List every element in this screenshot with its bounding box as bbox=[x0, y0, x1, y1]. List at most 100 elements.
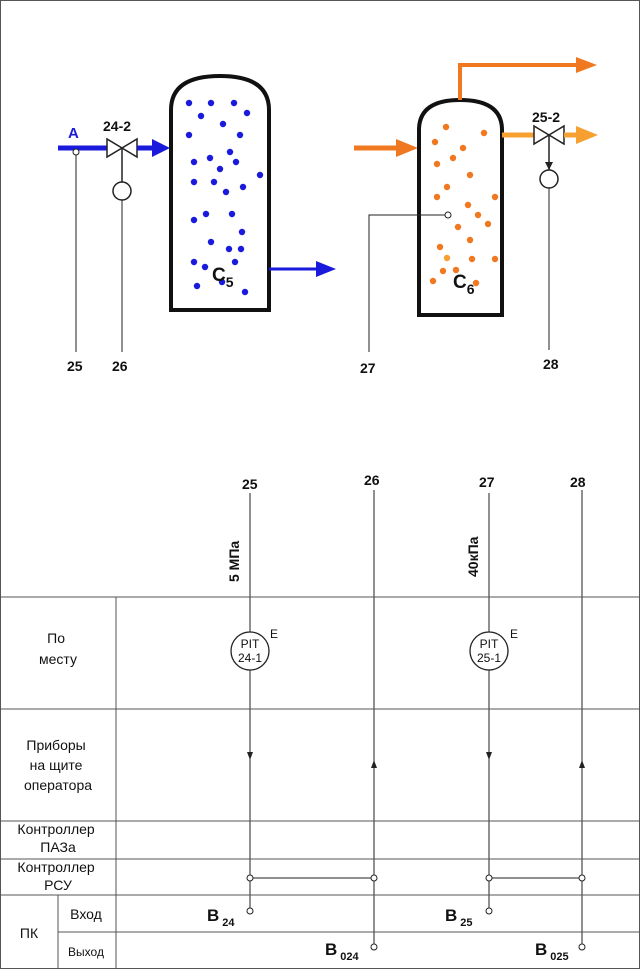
rsu-node-27 bbox=[485, 874, 493, 882]
side-arrow-c6 bbox=[576, 126, 598, 144]
bottom-line-25: 25 bbox=[242, 476, 258, 492]
particle-c5 bbox=[231, 258, 239, 266]
pk-output-node-26 bbox=[370, 943, 378, 951]
top-line-25: 25 bbox=[67, 358, 83, 374]
particle-c5 bbox=[190, 158, 198, 166]
tap-point-25 bbox=[72, 148, 80, 156]
bottom-line-27: 27 bbox=[479, 474, 495, 490]
valve-25-2-label: 25-2 bbox=[532, 109, 560, 125]
vessel-c6-label: C6 bbox=[453, 272, 475, 297]
instrument-2-sup: E bbox=[510, 627, 518, 641]
particle-c6 bbox=[449, 154, 457, 162]
particle-c5 bbox=[185, 131, 193, 139]
particle-c5 bbox=[238, 228, 246, 236]
particle-c6 bbox=[454, 223, 462, 231]
particle-c6 bbox=[474, 211, 482, 219]
particle-c6 bbox=[429, 277, 437, 285]
row-label-panel: Приборы на щите оператора bbox=[24, 737, 92, 793]
particle-c5 bbox=[197, 112, 205, 120]
overhead-arrow-c6 bbox=[576, 57, 597, 73]
top-line-26: 26 bbox=[112, 358, 128, 374]
row-label-pk: ПК bbox=[20, 925, 39, 941]
outlet-arrow-c5 bbox=[316, 261, 336, 277]
particle-c5 bbox=[256, 171, 264, 179]
particle-c5 bbox=[190, 216, 198, 224]
vessel-c6-particles bbox=[429, 123, 499, 287]
particle-c6 bbox=[443, 254, 451, 262]
particle-c5 bbox=[241, 288, 249, 296]
row-label-rsu: Контроллер РСУ bbox=[17, 859, 98, 893]
row-label-input: Вход bbox=[70, 906, 102, 922]
arrow-up-26 bbox=[371, 760, 377, 768]
particle-c6 bbox=[466, 236, 474, 244]
arrow-up-28 bbox=[579, 760, 585, 768]
particle-c5 bbox=[185, 99, 193, 107]
vessel-c5-particles bbox=[185, 99, 264, 296]
particle-c5 bbox=[218, 278, 226, 286]
particle-c5 bbox=[190, 178, 198, 186]
particle-c5 bbox=[232, 158, 240, 166]
particle-c6 bbox=[468, 255, 476, 263]
row-label-paz: Контроллер ПАЗа bbox=[17, 821, 98, 855]
row-label-local: По месту bbox=[39, 630, 77, 667]
arrow-down-27 bbox=[486, 752, 492, 760]
particle-c5 bbox=[237, 245, 245, 253]
bottom-line-26: 26 bbox=[364, 472, 380, 488]
particle-c6 bbox=[452, 266, 460, 274]
tap-point-27 bbox=[444, 211, 452, 219]
table-grid bbox=[0, 596, 640, 969]
arrow-down-25 bbox=[247, 752, 253, 760]
valve-24-2-icon bbox=[106, 137, 138, 201]
particle-c6 bbox=[466, 171, 474, 179]
particle-c5 bbox=[228, 210, 236, 218]
top-line-27: 27 bbox=[360, 360, 376, 376]
particle-c5 bbox=[193, 282, 201, 290]
particle-c5 bbox=[207, 99, 215, 107]
particle-c6 bbox=[442, 123, 450, 131]
particle-c6 bbox=[464, 201, 472, 209]
particle-c5 bbox=[239, 183, 247, 191]
vessel-c5 bbox=[169, 73, 271, 312]
particle-c5 bbox=[226, 148, 234, 156]
rsu-node-25 bbox=[246, 874, 254, 882]
pk-input-node-25 bbox=[246, 907, 254, 915]
pk-input-node-27 bbox=[485, 907, 493, 915]
particle-c5 bbox=[225, 245, 233, 253]
particle-c6 bbox=[480, 129, 488, 137]
line-27-top bbox=[368, 214, 445, 352]
particle-c6 bbox=[443, 183, 451, 191]
particle-c5 bbox=[219, 120, 227, 128]
top-line-28: 28 bbox=[543, 356, 559, 372]
bottom-line-28: 28 bbox=[570, 474, 586, 490]
particle-c6 bbox=[431, 138, 439, 146]
rsu-node-28 bbox=[578, 874, 586, 882]
particle-c6 bbox=[459, 144, 467, 152]
particle-c6 bbox=[484, 220, 492, 228]
vessel-c6 bbox=[417, 97, 504, 317]
valve-24-2-label: 24-2 bbox=[103, 118, 131, 134]
particle-c6 bbox=[436, 243, 444, 251]
instrument-1-sup: E bbox=[270, 627, 278, 641]
instrument-2-tag: PIT bbox=[480, 637, 499, 651]
instrument-2-number: 25-1 bbox=[477, 651, 501, 665]
particle-c5 bbox=[216, 165, 224, 173]
instrument-1-number: 24-1 bbox=[238, 651, 262, 665]
instrument-1-tag: PIT bbox=[241, 637, 260, 651]
particle-c6 bbox=[472, 279, 480, 287]
particle-c6 bbox=[433, 160, 441, 168]
instrument-pit-24-1: PIT 24-1 E bbox=[230, 627, 278, 671]
overhead-line-c6 bbox=[458, 63, 580, 100]
particle-c6 bbox=[433, 193, 441, 201]
feed-arrow-c6 bbox=[396, 139, 418, 157]
instrument-pit-25-1: PIT 25-1 E bbox=[469, 627, 518, 671]
row-label-output: Выход bbox=[68, 945, 104, 959]
valve-25-2-pointer bbox=[545, 162, 553, 170]
particle-c5 bbox=[190, 258, 198, 266]
particle-c5 bbox=[206, 154, 214, 162]
particle-c5 bbox=[202, 210, 210, 218]
